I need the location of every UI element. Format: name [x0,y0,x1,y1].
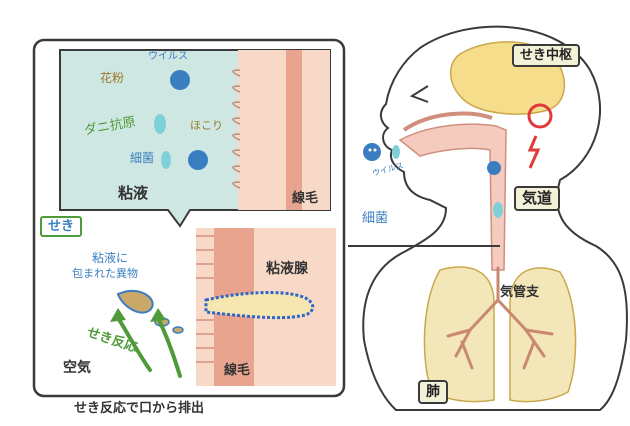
mucus-label: 粘液 [118,184,149,202]
alarm-circle [527,103,553,129]
human-figure [362,25,628,411]
mucous-gland [204,291,315,320]
mucus-blob-3 [172,326,184,334]
basal-layer [286,50,302,210]
virus-label: ウイルス [148,51,188,62]
eye [409,85,429,103]
mucous-gland-label: 粘液腺 [266,261,308,277]
bacteria-near-mouth [392,145,400,159]
bronchi-tree [446,266,554,370]
foreign-in-mucus-line2: 包まれた異物 [72,267,138,280]
bacteria-small-label: 細菌 [362,211,389,226]
bacteria-upper-2 [161,151,171,169]
cilia-lower [196,235,214,363]
virus-upper-1 [170,70,190,90]
epithelial-tissue [238,50,330,210]
airway-tube [398,123,507,271]
right-lung [509,267,577,403]
trachea-label: 気道 [514,186,561,211]
virus-upper-2 [188,150,208,170]
alarm-bolt [527,135,541,169]
bacteria-label: 細菌 [130,151,155,165]
mucus-blob-1 [116,289,154,314]
air-label: 空気 [60,360,94,376]
bronchi-label: 気管支 [500,285,540,300]
arrow-head-2 [150,308,166,322]
dust-label: ほこり [190,119,223,132]
bacteria-upper-1 [154,114,166,134]
pollen-label: 花粉 [100,71,125,85]
cough-center-label: せき中枢 [512,44,581,67]
cough-tag: せき [40,216,83,237]
arrow-head-1 [110,308,126,322]
cilia-bottom-label: 線毛 [224,363,251,378]
cilia-top-label: 線毛 [292,191,319,206]
virus-near-mouth [363,143,381,161]
cough-arrows [116,316,182,378]
caption: せき反応で口から排出 [74,401,205,416]
foreign-in-mucus-line1: 粘液に [92,251,129,265]
cilia-upper [232,69,241,189]
lung-label: 肺 [418,380,448,404]
nasal-passage [402,111,493,132]
bacteria-in-airway [493,202,503,218]
virus-in-airway [487,161,501,175]
